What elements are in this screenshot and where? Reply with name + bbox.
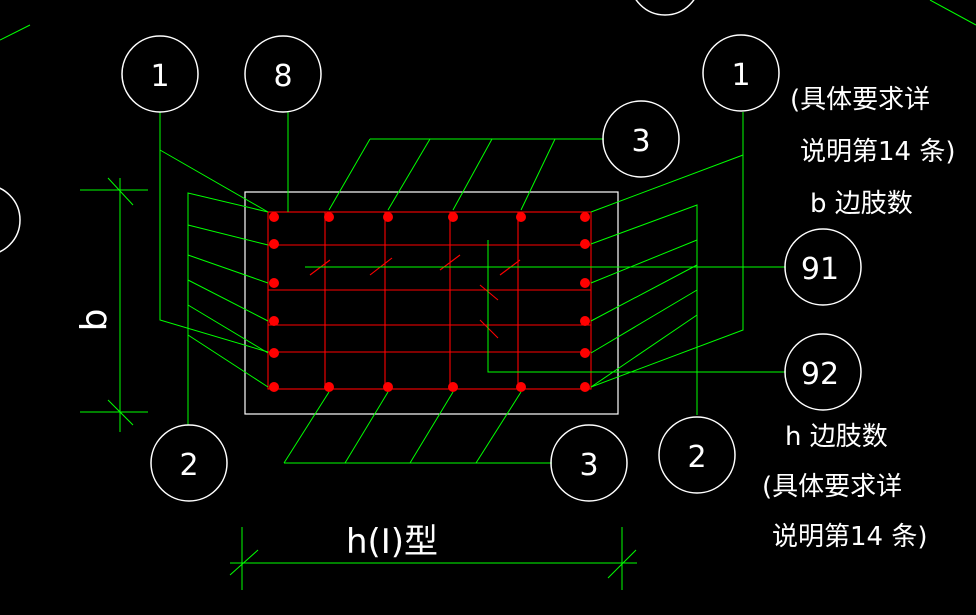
partial-circle-top bbox=[635, 0, 695, 16]
tag-3-bottom-label: 3 bbox=[579, 448, 598, 483]
note-bottom-line3: 说明第14 条) bbox=[772, 522, 928, 552]
stirrup-grid bbox=[267, 211, 592, 390]
note-top-line1: (具体要求详 bbox=[790, 85, 930, 115]
tag-circle-3-top bbox=[602, 100, 680, 178]
tag-circle-1-right bbox=[702, 34, 780, 112]
tag-2-right-label: 2 bbox=[687, 440, 706, 475]
tag-circle-8 bbox=[244, 35, 322, 113]
tag-91-label: 91 bbox=[801, 252, 839, 287]
dimension-h-label: h(I)型 bbox=[346, 522, 438, 562]
tag-circle-2-right bbox=[658, 416, 736, 494]
tag-2-left-label: 2 bbox=[179, 448, 198, 483]
dimension-h bbox=[229, 527, 637, 590]
tag-circle-2-left bbox=[150, 424, 228, 502]
reference-tags bbox=[121, 34, 862, 502]
longitudinal-rebars bbox=[269, 212, 590, 392]
tag-3-top-label: 3 bbox=[631, 124, 650, 159]
note-bottom-line2: (具体要求详 bbox=[762, 472, 902, 502]
note-bottom-line1: h 边肢数 bbox=[785, 422, 888, 452]
leader-lines bbox=[159, 111, 786, 464]
note-top-line3: b 边肢数 bbox=[810, 189, 913, 219]
tag-circle-3-bottom bbox=[550, 424, 628, 502]
tag-8-label: 8 bbox=[273, 59, 292, 94]
concrete-section-outline bbox=[244, 191, 619, 415]
tag-1-right-label: 1 bbox=[731, 58, 750, 93]
tag-92-label: 92 bbox=[801, 357, 839, 392]
dimension-b-label: b bbox=[74, 309, 115, 332]
tag-circle-1-left bbox=[121, 35, 199, 113]
tag-1-left-label: 1 bbox=[150, 59, 169, 94]
stray-line-top-right bbox=[929, 0, 976, 26]
stray-line-top-left bbox=[0, 24, 31, 41]
note-top-line2: 说明第14 条) bbox=[800, 137, 956, 167]
tag-circle-92 bbox=[784, 333, 862, 411]
tag-circle-91 bbox=[784, 228, 862, 306]
dimension-b bbox=[80, 177, 148, 432]
partial-circle-left bbox=[0, 187, 21, 253]
